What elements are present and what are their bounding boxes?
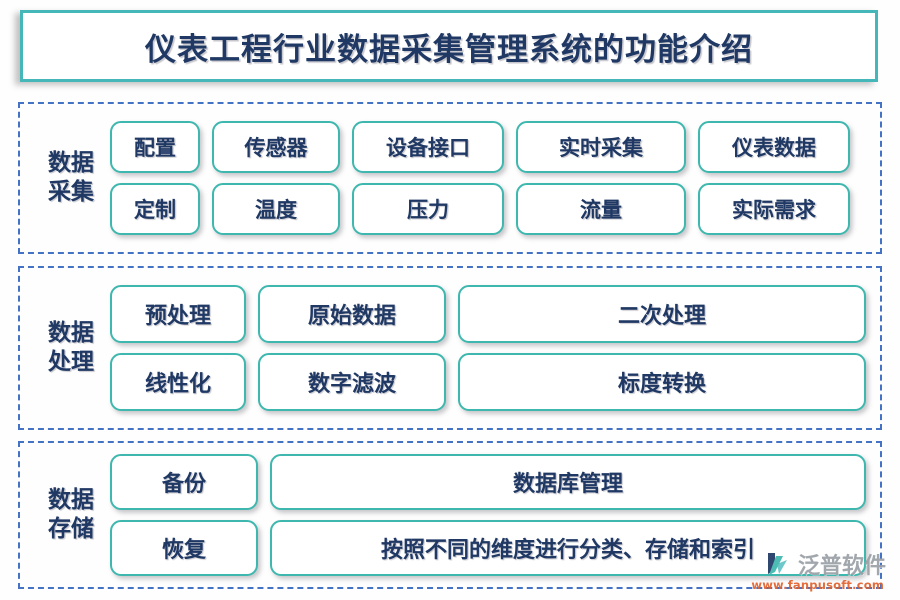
pill-item[interactable]: 温度 bbox=[212, 183, 340, 235]
page-title-box: 仪表工程行业数据采集管理系统的功能介绍 bbox=[20, 10, 878, 82]
section-data-processing: 数据 处理 预处理 原始数据 二次处理 线性化 数字滤波 标度转换 bbox=[18, 266, 882, 430]
pill-item[interactable]: 按照不同的维度进行分类、存储和索引 bbox=[270, 520, 866, 576]
pill-item[interactable]: 标度转换 bbox=[458, 353, 866, 411]
pill-row: 恢复 按照不同的维度进行分类、存储和索引 bbox=[110, 520, 866, 576]
pill-item[interactable]: 设备接口 bbox=[352, 121, 504, 173]
pill-row: 线性化 数字滤波 标度转换 bbox=[110, 353, 866, 411]
pill-item[interactable]: 预处理 bbox=[110, 285, 246, 343]
section-label-data-processing: 数据 处理 bbox=[48, 319, 94, 375]
section-label-data-acquisition: 数据 采集 bbox=[48, 149, 94, 205]
pill-item[interactable]: 实时采集 bbox=[516, 121, 686, 173]
section-data-storage: 数据 存储 备份 数据库管理 恢复 按照不同的维度进行分类、存储和索引 bbox=[18, 441, 882, 589]
pill-item[interactable]: 原始数据 bbox=[258, 285, 446, 343]
pill-item[interactable]: 备份 bbox=[110, 454, 258, 510]
pill-grid-acquisition: 配置 传感器 设备接口 实时采集 仪表数据 定制 温度 压力 流量 实际需求 bbox=[110, 121, 880, 235]
page-title: 仪表工程行业数据采集管理系统的功能介绍 bbox=[145, 31, 753, 68]
pill-row: 备份 数据库管理 bbox=[110, 454, 866, 510]
section-data-acquisition: 数据 采集 配置 传感器 设备接口 实时采集 仪表数据 定制 温度 压力 流量 … bbox=[18, 102, 882, 254]
pill-item[interactable]: 实际需求 bbox=[698, 183, 850, 235]
pill-item[interactable]: 压力 bbox=[352, 183, 504, 235]
pill-item[interactable]: 传感器 bbox=[212, 121, 340, 173]
pill-item[interactable]: 流量 bbox=[516, 183, 686, 235]
pill-item[interactable]: 二次处理 bbox=[458, 285, 866, 343]
pill-row: 配置 传感器 设备接口 实时采集 仪表数据 bbox=[110, 121, 866, 173]
section-label-data-storage: 数据 存储 bbox=[48, 486, 94, 542]
pill-item[interactable]: 数字滤波 bbox=[258, 353, 446, 411]
pill-grid-processing: 预处理 原始数据 二次处理 线性化 数字滤波 标度转换 bbox=[110, 285, 880, 411]
pill-row: 预处理 原始数据 二次处理 bbox=[110, 285, 866, 343]
pill-item[interactable]: 仪表数据 bbox=[698, 121, 850, 173]
pill-row: 定制 温度 压力 流量 实际需求 bbox=[110, 183, 866, 235]
pill-item[interactable]: 定制 bbox=[110, 183, 200, 235]
pill-grid-storage: 备份 数据库管理 恢复 按照不同的维度进行分类、存储和索引 bbox=[110, 454, 880, 576]
pill-item[interactable]: 数据库管理 bbox=[270, 454, 866, 510]
pill-item[interactable]: 配置 bbox=[110, 121, 200, 173]
pill-item[interactable]: 线性化 bbox=[110, 353, 246, 411]
pill-item[interactable]: 恢复 bbox=[110, 520, 258, 576]
